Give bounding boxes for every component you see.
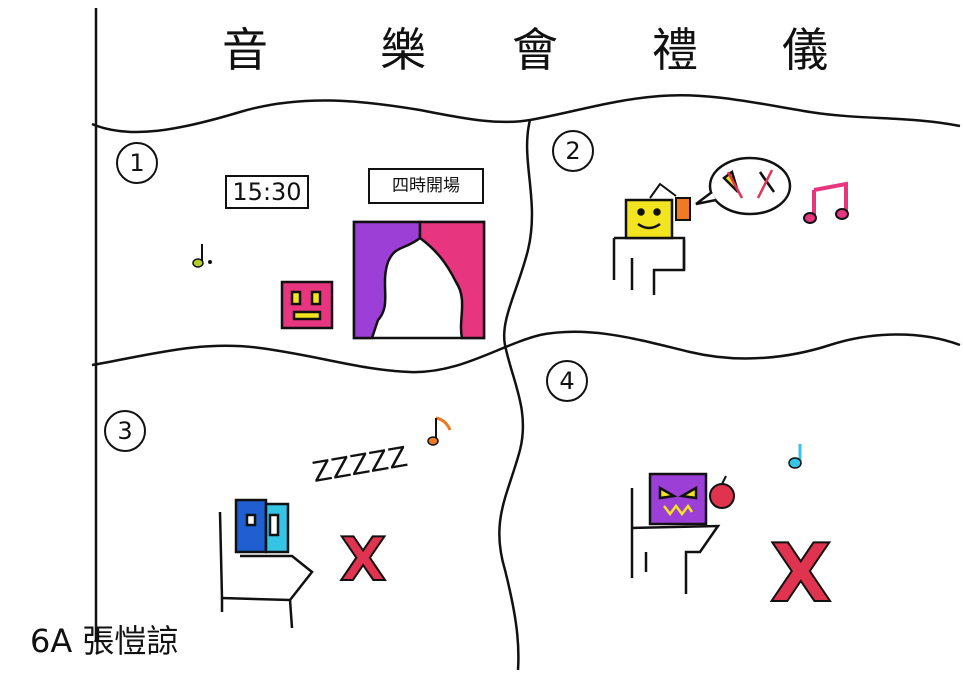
stage-curtain bbox=[352, 220, 486, 340]
panel-number-1: 1 bbox=[116, 142, 158, 184]
showtime-banner: 四時開場 bbox=[368, 168, 484, 204]
speech-bubble-icon bbox=[695, 156, 792, 216]
title-char-3: 會 bbox=[512, 23, 558, 77]
top-wave-line bbox=[91, 93, 961, 134]
apple-icon bbox=[709, 475, 735, 509]
clock-sign: 15:30 bbox=[225, 175, 309, 209]
panel-number-3: 3 bbox=[104, 410, 146, 452]
panel-number-4: 4 bbox=[546, 360, 588, 402]
title-char-1: 音 bbox=[222, 23, 268, 77]
music-note-icon bbox=[427, 416, 452, 446]
music-note-icon bbox=[803, 181, 849, 224]
title-char-5: 儀 bbox=[782, 23, 828, 77]
yellow-face-character bbox=[624, 198, 674, 240]
signature-text: 6A 張愷諒 bbox=[30, 622, 179, 660]
middle-wave-line bbox=[91, 330, 961, 374]
pink-face-character bbox=[280, 280, 334, 330]
wrong-mark-3: X bbox=[339, 524, 387, 596]
title-char-4: 禮 bbox=[652, 23, 698, 77]
panel-borders bbox=[91, 8, 961, 671]
music-note-icon bbox=[192, 244, 212, 268]
chair bbox=[630, 488, 721, 594]
vertical-wave-line bbox=[498, 119, 534, 671]
panel-number-2: 2 bbox=[552, 130, 594, 172]
curtain-right bbox=[418, 220, 486, 340]
chair bbox=[218, 511, 314, 629]
curtain-left bbox=[352, 220, 422, 340]
title-char-2: 樂 bbox=[380, 23, 426, 77]
wrong-mark-4: X bbox=[769, 526, 833, 621]
music-note-icon bbox=[788, 444, 802, 469]
purple-face-character bbox=[648, 472, 708, 526]
chair bbox=[612, 236, 686, 295]
sleeping-character bbox=[234, 498, 290, 554]
phone-icon bbox=[649, 182, 691, 221]
